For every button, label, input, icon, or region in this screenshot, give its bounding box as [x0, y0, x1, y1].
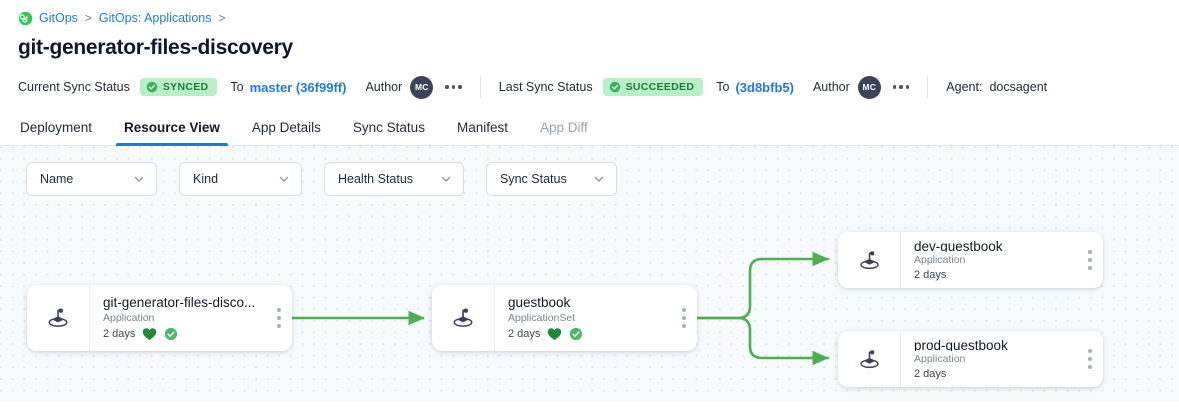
- status-bar: Current Sync Status SYNCED To master (36…: [18, 68, 1179, 106]
- more-horizontal-icon[interactable]: [445, 85, 462, 89]
- filter-kind-label: Kind: [193, 172, 219, 186]
- graph-edges: [292, 251, 830, 366]
- gitops-link-icon: [18, 11, 33, 26]
- graph-node-prod-meta: 2 days: [914, 368, 1077, 380]
- breadcrumb-item-gitops[interactable]: GitOps: [39, 11, 78, 25]
- sync-check-icon: [569, 327, 583, 341]
- tab-app-details[interactable]: App Details: [251, 119, 321, 135]
- graph-node-appset-age: 2 days: [508, 328, 541, 340]
- agent-info: Agent: docsagent: [946, 80, 1047, 94]
- filter-kind[interactable]: Kind: [179, 162, 302, 196]
- chevron-down-icon: [278, 173, 290, 185]
- argo-octopus-icon: [432, 304, 494, 332]
- agent-label: Agent:: [946, 80, 983, 94]
- filter-name-label: Name: [40, 172, 74, 186]
- page-title: git-generator-files-discovery: [18, 36, 293, 59]
- argo-octopus-icon: [838, 346, 900, 373]
- tab-sync-status[interactable]: Sync Status: [352, 119, 425, 135]
- health-heart-icon: [547, 327, 562, 341]
- current-to-label: To: [230, 80, 244, 94]
- health-heart-icon: [142, 327, 157, 341]
- graph-node-appset-menu[interactable]: [671, 308, 697, 328]
- chevron-down-icon: [440, 173, 452, 185]
- graph-node-appset-kind: ApplicationSet: [508, 312, 576, 324]
- last-sync-status-label: Last Sync Status: [498, 80, 593, 94]
- argo-octopus-icon: [27, 304, 89, 332]
- graph-node-prod-kind: Application: [914, 353, 966, 365]
- graph-node-dev[interactable]: dev-guestbook Application 2 days: [838, 232, 1103, 288]
- graph-node-dev-age: 2 days: [914, 269, 947, 281]
- graph-node-appset-body: guestbook ApplicationSet 2 days: [494, 285, 671, 351]
- status-divider: [479, 76, 481, 98]
- breadcrumb-separator: >: [84, 11, 92, 25]
- last-sync-status-text: SUCCEEDED: [625, 81, 695, 93]
- breadcrumb-separator: >: [218, 11, 226, 25]
- tab-bar: Deployment Resource View App Details Syn…: [0, 106, 1179, 146]
- chevron-down-icon: [133, 173, 145, 185]
- more-horizontal-icon[interactable]: [892, 85, 910, 89]
- argo-octopus-icon: [838, 247, 900, 274]
- graph-node-root-title: git-generator-files-disco...: [103, 295, 256, 310]
- tab-resource-view[interactable]: Resource View: [108, 120, 236, 146]
- last-sync-status-badge: SUCCEEDED: [602, 78, 704, 96]
- graph-node-root-kind: Application: [103, 312, 155, 324]
- page-header: GitOps > GitOps: Applications > git-gene…: [0, 0, 1179, 106]
- current-author-label: Author: [365, 80, 403, 94]
- graph-node-root-age: 2 days: [103, 328, 136, 340]
- tab-manifest[interactable]: Manifest: [456, 119, 508, 135]
- graph-node-dev-kind: Application: [914, 254, 966, 266]
- graph-node-dev-menu[interactable]: [1077, 250, 1103, 270]
- tab-deployment[interactable]: Deployment: [20, 119, 93, 135]
- agent-value: docsagent: [989, 80, 1048, 94]
- chevron-down-icon: [593, 173, 605, 185]
- graph-node-prod[interactable]: prod-guestbook Application 2 days: [838, 331, 1103, 387]
- last-to-label: To: [716, 80, 730, 94]
- edge-appset-to-dev: [695, 251, 830, 320]
- resource-graph-canvas[interactable]: Name Kind Health Status Sync Status: [0, 146, 1179, 401]
- filter-name[interactable]: Name: [26, 162, 157, 196]
- graph-node-appset-title: guestbook: [508, 295, 571, 310]
- filter-sync-status[interactable]: Sync Status: [486, 162, 617, 196]
- last-author-label: Author: [812, 80, 850, 94]
- current-sync-status-badge: SYNCED: [139, 78, 218, 96]
- current-revision-link[interactable]: master (36f99ff): [249, 79, 347, 95]
- graph-node-prod-menu[interactable]: [1077, 349, 1103, 369]
- graph-node-prod-age: 2 days: [914, 368, 947, 380]
- graph-node-root-meta: 2 days: [103, 327, 266, 341]
- current-author-avatar[interactable]: MC: [410, 75, 434, 99]
- check-circle-icon: [146, 81, 158, 93]
- filter-bar: Name Kind Health Status Sync Status: [26, 162, 617, 196]
- graph-node-prod-title: prod-guestbook: [914, 338, 1008, 351]
- graph-node-dev-body: dev-guestbook Application 2 days: [900, 232, 1077, 288]
- edge-appset-to-prod: [695, 316, 830, 366]
- graph-node-root-body: git-generator-files-disco... Application…: [89, 285, 266, 351]
- filter-health-status[interactable]: Health Status: [324, 162, 464, 196]
- current-sync-status-text: SYNCED: [162, 81, 209, 93]
- tab-app-diff: App Diff: [539, 119, 588, 135]
- sync-check-icon: [164, 327, 178, 341]
- graph-node-dev-title: dev-guestbook: [914, 239, 1003, 252]
- graph-node-appset[interactable]: guestbook ApplicationSet 2 days: [432, 285, 697, 351]
- check-circle-icon: [609, 81, 621, 93]
- filter-health-status-label: Health Status: [338, 172, 414, 186]
- last-revision-link[interactable]: (3d8bfb5): [735, 79, 794, 95]
- breadcrumb: GitOps > GitOps: Applications >: [18, 9, 1179, 27]
- graph-node-appset-meta: 2 days: [508, 327, 671, 341]
- last-author-avatar[interactable]: MC: [857, 75, 881, 99]
- graph-node-root[interactable]: git-generator-files-disco... Application…: [27, 285, 292, 351]
- filter-sync-status-label: Sync Status: [500, 172, 567, 186]
- breadcrumb-item-gitops-applications[interactable]: GitOps: Applications: [98, 11, 212, 25]
- status-divider: [927, 76, 929, 98]
- graph-node-prod-body: prod-guestbook Application 2 days: [900, 331, 1077, 387]
- current-sync-status-label: Current Sync Status: [18, 80, 130, 94]
- graph-node-dev-meta: 2 days: [914, 269, 1077, 281]
- graph-node-root-menu[interactable]: [266, 308, 292, 328]
